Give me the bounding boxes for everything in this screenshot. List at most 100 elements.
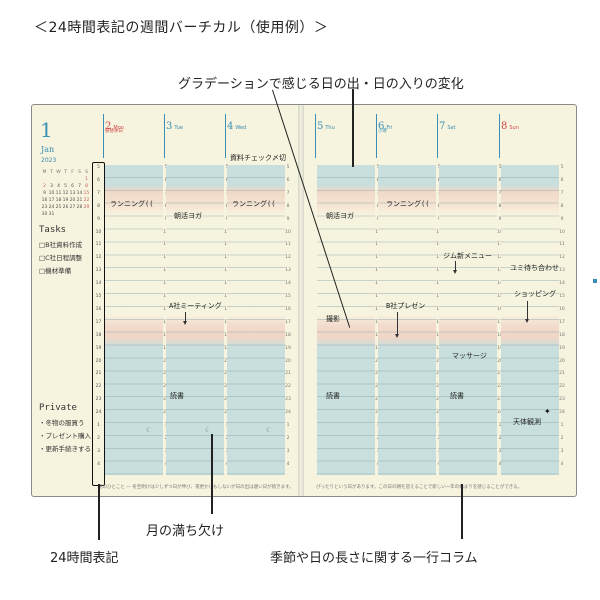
private-title: Private: [39, 403, 77, 413]
column-hour-label: 1: [560, 423, 564, 428]
column-hour-label: 10: [163, 230, 169, 235]
column-hour-label: 22: [559, 384, 565, 390]
day-weekday: Fri: [386, 125, 393, 131]
mini-calendar-cell: 15: [83, 191, 90, 196]
day-number: 8: [501, 121, 508, 132]
mini-calendar-cell: 13: [69, 191, 76, 196]
column-hour-label: 4: [286, 461, 290, 467]
column-hour-label: 1: [498, 423, 502, 428]
private-item: ・更新手続きする: [39, 445, 91, 453]
column-hour-label: 11: [375, 242, 381, 247]
column-hour-label: 6: [560, 177, 564, 183]
hour-label: 20: [95, 358, 102, 364]
mini-calendar-cell: T: [50, 170, 53, 175]
moon-icon: ☾: [266, 426, 273, 434]
tasks-item: □B社資料作成: [39, 241, 83, 249]
day-divider: [315, 114, 316, 158]
column-hour-label: 23: [285, 397, 291, 403]
column-hour-label: 21: [224, 371, 230, 376]
note-yumi: ユミ待ち合わせ: [510, 264, 559, 272]
mini-calendar-cell: T: [64, 170, 67, 175]
column-hour-label: 24: [436, 410, 442, 415]
column-hour-label: 12: [497, 255, 503, 261]
day-column-sun: [501, 165, 559, 475]
column-hour-label: 19: [285, 345, 291, 351]
day-column-sat: [439, 165, 497, 475]
column-hour-label: 10: [285, 229, 291, 235]
column-hour-label: 20: [497, 358, 503, 364]
column-hour-label: 22: [375, 384, 381, 389]
mini-calendar-cell: 16: [41, 198, 48, 203]
column-hour-label: 8: [498, 203, 502, 209]
note-shopping: ショッピング: [514, 290, 556, 298]
day-weekday: Sun: [509, 125, 519, 131]
hour-label: 6: [97, 177, 100, 183]
column-hour-label: 17: [559, 319, 565, 325]
column-hour-label: 23: [375, 397, 381, 402]
day-weekday: Thu: [325, 125, 335, 131]
private-item: ・冬物の服買う: [39, 419, 85, 427]
mini-calendar-cell: [41, 176, 48, 183]
mini-calendar-cell: 22: [83, 198, 90, 203]
day-weekday: Sat: [447, 125, 456, 131]
note-satsuei: 撮影: [326, 315, 340, 323]
mini-calendar-cell: 28: [76, 205, 83, 210]
column-hour-label: 15: [375, 294, 381, 299]
column-hour-label: 23: [224, 397, 230, 402]
mini-calendar-cell: 9: [43, 191, 46, 196]
column-hour-label: 18: [436, 333, 442, 338]
mini-calendar-cell: [76, 176, 83, 183]
column-hour-label: 16: [163, 307, 169, 312]
hour-label: 18: [95, 332, 102, 338]
arrow-shopping: [525, 301, 529, 323]
hour-label: 9: [97, 216, 100, 222]
mini-calendar-cell: 20: [69, 198, 76, 203]
mini-calendar-cell: 26: [62, 205, 69, 210]
column-hour-label: 6: [498, 177, 502, 183]
column-hour-label: 21: [559, 371, 565, 377]
column-hour-label: 9: [560, 216, 564, 222]
column-hour-label: 21: [375, 371, 381, 376]
pointer-moon: [211, 434, 213, 514]
column-hour-label: 19: [436, 346, 442, 351]
column-hour-label: 12: [224, 255, 230, 260]
column-hour-label: 22: [436, 384, 442, 389]
column-hour-label: 24: [559, 410, 565, 416]
mini-calendar-cell: 8: [85, 184, 88, 189]
column-hour-label: 13: [163, 268, 169, 273]
hour-label: 16: [95, 306, 102, 312]
note-dokusho-sat: 読書: [450, 392, 464, 400]
column-hour-label: 20: [559, 358, 565, 364]
mini-calendar-cell: 19: [62, 198, 69, 203]
column-hour-label: 24: [497, 410, 503, 416]
column-hour-label: 19: [559, 345, 565, 351]
column-hour-label: 10: [375, 230, 381, 235]
mini-calendar-cell: [48, 176, 55, 183]
note-gym: ジム新メニュー: [443, 252, 492, 260]
mini-calendar-cell: 18: [55, 198, 62, 203]
day-column-fri: [378, 165, 436, 475]
mini-calendar-cell: 23: [41, 205, 48, 210]
column-hour-label: 2: [560, 435, 564, 441]
day-number: 3: [166, 121, 173, 132]
mini-calendar-cell: 25: [55, 205, 62, 210]
month-name: Jan: [41, 145, 55, 154]
column-hour-label: 24: [163, 410, 169, 415]
column-hour-label: 16: [559, 306, 565, 312]
moon-phase-caption: 月の満ち欠け: [146, 524, 225, 539]
moon-icon: ☾: [146, 426, 153, 434]
column-hour-label: 15: [559, 294, 565, 299]
column-hour-label: 22: [224, 384, 230, 389]
hour-label: 11: [95, 242, 102, 248]
hour-label: 14: [95, 281, 102, 287]
mini-calendar-cell: 29: [83, 205, 90, 210]
column-hour-label: 14: [559, 281, 565, 287]
mini-calendar-cell: 14: [76, 191, 83, 196]
column-hour-label: 24: [375, 410, 381, 415]
mini-calendar-cell: 30: [41, 212, 48, 217]
column-hour-label: 18: [559, 332, 565, 338]
column-hour-label: 15: [497, 294, 503, 299]
pointer-season: [461, 484, 463, 539]
